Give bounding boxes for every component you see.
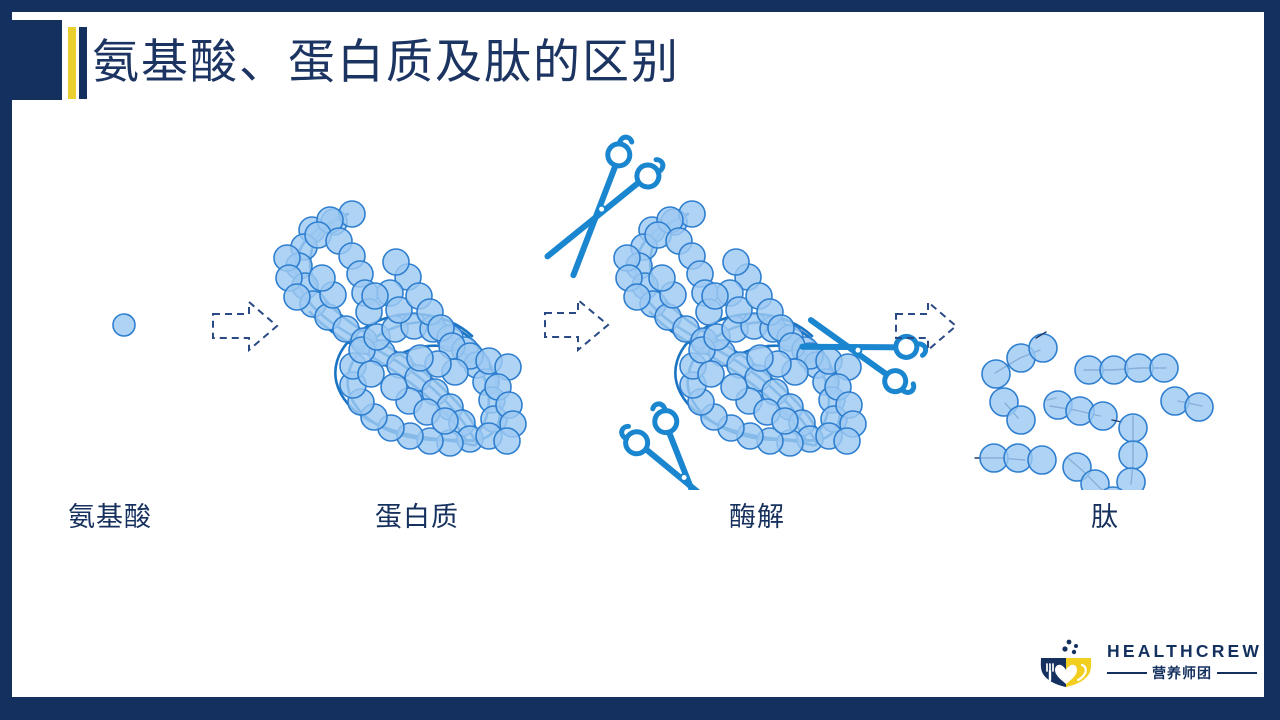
- scissors-icon-right: [799, 317, 929, 395]
- frame-border-top: [0, 0, 1280, 12]
- process-diagram: .bead { fill: #9ec9f2; fill-opacity: 0.8…: [0, 110, 1280, 490]
- stage-label-enzymolysis: 酶解: [729, 502, 785, 532]
- peptide-fragment: [1160, 386, 1214, 422]
- protein-beads: [273, 200, 527, 457]
- peptide-fragment: [989, 387, 1036, 435]
- enzyme-protein-beads: [613, 200, 867, 457]
- title-accent-bar-yellow: [68, 27, 76, 99]
- stage-label-amino-acid: 氨基酸: [68, 502, 152, 532]
- amino-acid-glyph: [112, 313, 136, 337]
- logo-subtext-row: 营养师团: [1107, 663, 1257, 683]
- frame-border-left: [0, 0, 12, 720]
- arrow-enzyme-to-peptide: [895, 299, 958, 353]
- stage-label-protein: 蛋白质: [375, 502, 459, 532]
- peptide-fragment: [1062, 452, 1123, 490]
- scissors-icon-top: [544, 134, 666, 279]
- page-title: 氨基酸、蛋白质及肽的区别: [92, 35, 680, 88]
- frame-border-right: [1264, 0, 1280, 720]
- enzyme-digestion-glyph: [544, 134, 929, 490]
- peptide-fragment: [981, 331, 1058, 389]
- stage-label-peptide: 肽: [1091, 502, 1119, 532]
- logo-subtext: 营养师团: [1152, 665, 1212, 681]
- arrow-amino-to-protein: [212, 299, 279, 353]
- peptides-glyph: [974, 331, 1214, 490]
- peptide-fragment: [1074, 353, 1179, 385]
- scissors-icon-left: [619, 401, 743, 490]
- logo-rule-right: [1217, 672, 1257, 674]
- frame-border-bottom: [0, 697, 1280, 720]
- title-accent-block: [0, 20, 62, 100]
- protein-glyph: [273, 200, 527, 457]
- title-accent-bar-navy: [79, 27, 87, 99]
- peptide-fragment: [974, 443, 1057, 475]
- peptide-fragment: [1043, 390, 1123, 431]
- brand-logo: HEALTHCREW 营养师团: [1035, 638, 1263, 690]
- healthcrew-logo-icon: [1035, 638, 1099, 695]
- arrow-protein-to-enzyme: [544, 297, 610, 353]
- peptide-fragment: [1116, 413, 1148, 490]
- logo-text-group: HEALTHCREW 营养师团: [1107, 640, 1263, 683]
- logo-wordmark: HEALTHCREW: [1107, 641, 1263, 661]
- logo-rule-left: [1107, 672, 1147, 674]
